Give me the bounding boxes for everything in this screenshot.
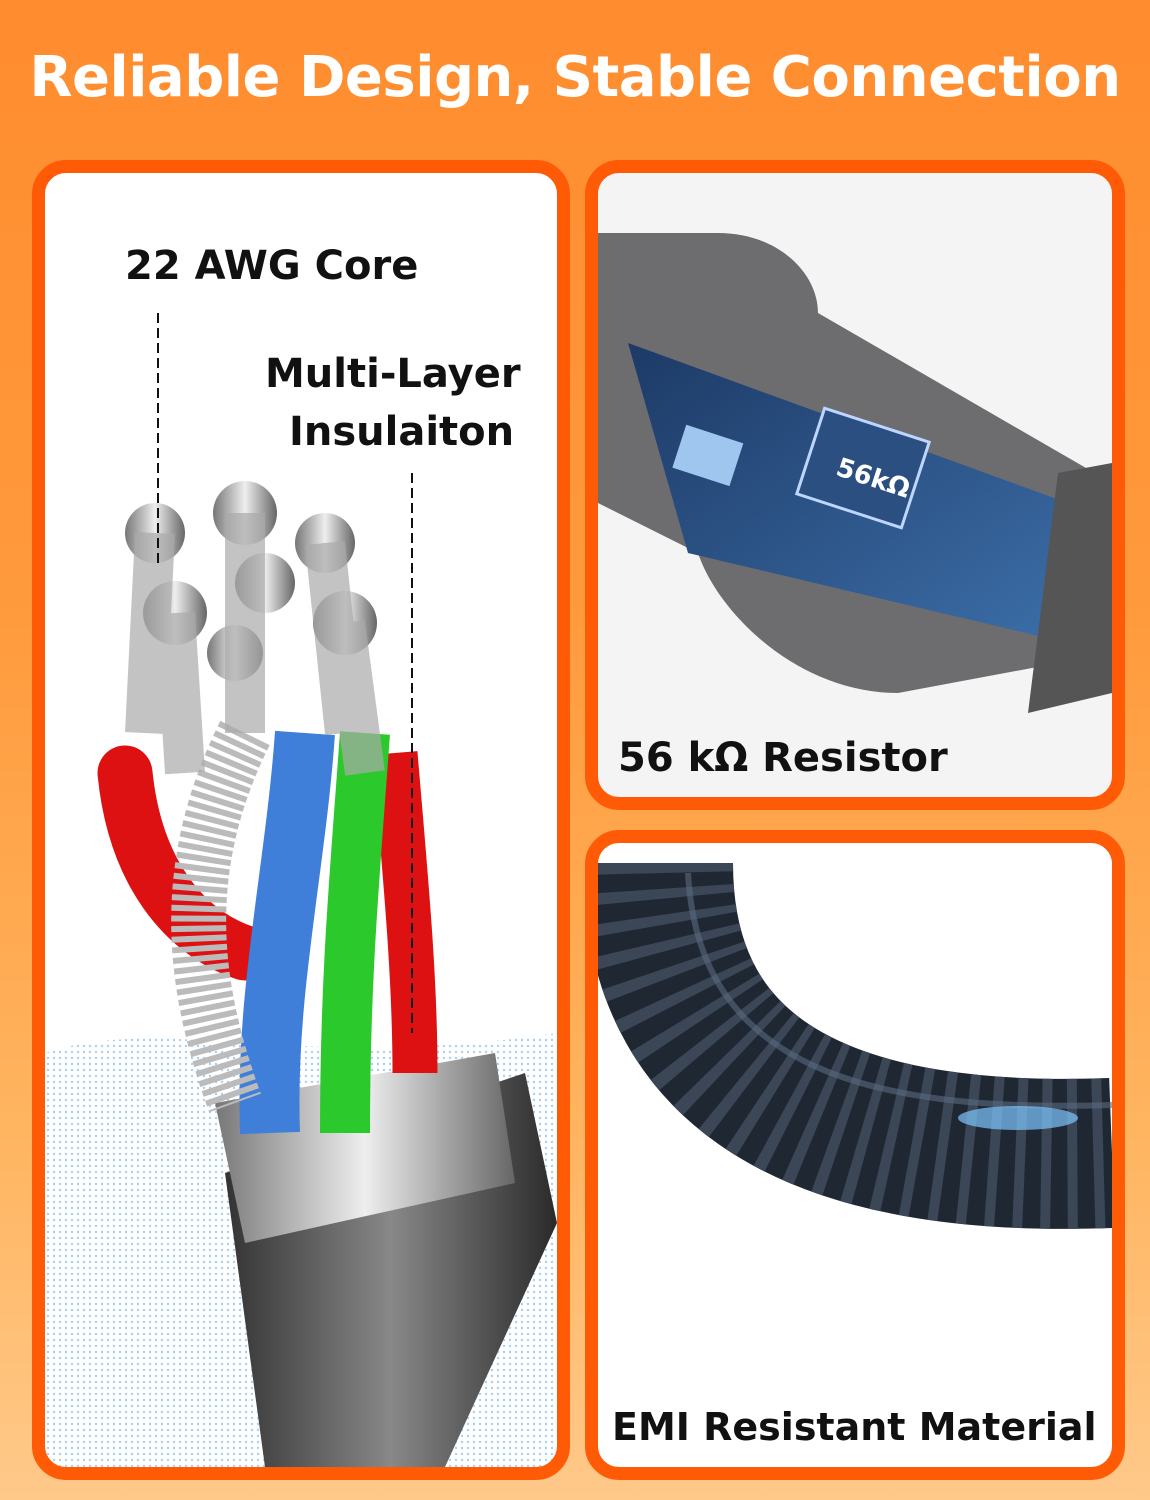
coiled-cable-illustration	[598, 861, 1112, 1229]
connector-chip-illustration: 56kΩ	[598, 233, 1112, 713]
page-title: Reliable Design, Stable Connection	[29, 45, 1121, 110]
insulation-label-line1: Multi-Layer	[265, 351, 521, 397]
cable-cross-section-illustration	[45, 313, 557, 1467]
core-panel: 22 AWG Core Multi-Layer Insulaiton	[32, 160, 570, 1480]
insulation-label-line2: Insulaiton	[289, 409, 515, 455]
resistor-panel: 56kΩ 56 kΩ Resistor	[585, 160, 1125, 810]
chip	[794, 406, 932, 530]
emi-label: EMI Resistant Material	[612, 1405, 1097, 1449]
emi-panel: EMI Resistant Material	[585, 830, 1125, 1480]
resistor-label: 56 kΩ Resistor	[618, 735, 948, 781]
core-label: 22 AWG Core	[125, 243, 419, 289]
